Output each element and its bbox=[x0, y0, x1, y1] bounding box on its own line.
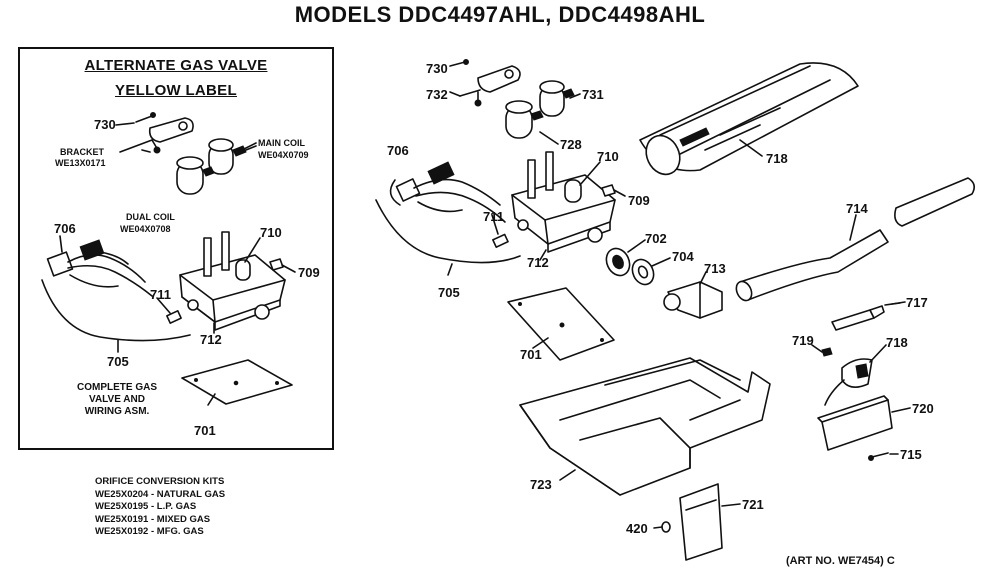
inset-label-706: 706 bbox=[54, 221, 76, 236]
inset-harness-outline bbox=[41, 279, 191, 342]
inset-bracket bbox=[119, 117, 194, 154]
inset-label-complete-2: VALVE AND bbox=[89, 394, 145, 405]
kit-item: WE25X0195 - L.P. GAS bbox=[95, 501, 197, 513]
label-701: 701 bbox=[520, 347, 542, 362]
inset-label-complete-3: WIRING ASM. bbox=[84, 406, 150, 417]
kit-item: WE25X0192 - MFG. GAS bbox=[95, 526, 204, 538]
label-710: 710 bbox=[597, 149, 619, 164]
label-705: 705 bbox=[438, 285, 460, 300]
gas-valve-body bbox=[511, 151, 616, 253]
inset-label-711: 711 bbox=[150, 287, 171, 302]
inset-label-complete-1: COMPLETE GAS bbox=[76, 382, 157, 393]
inset-label-709: 709 bbox=[298, 265, 320, 280]
inset-label-710: 710 bbox=[260, 225, 282, 240]
inset-dual-coil bbox=[176, 156, 215, 195]
screw-711 bbox=[492, 233, 509, 248]
label-712: 712 bbox=[527, 255, 549, 270]
inset-label-main-coil-part: WE04X0709 bbox=[258, 150, 309, 160]
label-711: 711 bbox=[483, 209, 504, 224]
page-title: MODELS DDC4497AHL, DDC4498AHL bbox=[294, 2, 706, 27]
kit-item: WE25X0191 - MIXED GAS bbox=[95, 513, 211, 525]
kits-heading: ORIFICE CONVERSION KITS bbox=[95, 476, 225, 487]
ignitor-719 bbox=[821, 347, 873, 406]
alternate-gas-valve-inset bbox=[18, 47, 334, 450]
nut-704 bbox=[631, 258, 655, 286]
kit-item: WE25X0204 - NATURAL GAS bbox=[95, 488, 226, 500]
inset-label-dual-coil: DUAL COIL bbox=[126, 212, 175, 222]
shield-721 bbox=[679, 483, 723, 561]
label-718a: 718 bbox=[766, 151, 788, 166]
art-number: (ART NO. WE7454) C bbox=[786, 555, 895, 567]
label-420: 420 bbox=[626, 521, 648, 536]
inset-label-712: 712 bbox=[200, 332, 222, 347]
orifice-702 bbox=[605, 247, 631, 277]
wiring-connector-706 bbox=[389, 161, 506, 223]
pin-717 bbox=[831, 302, 901, 331]
coil-731 bbox=[539, 80, 575, 117]
label-728: 728 bbox=[560, 137, 582, 152]
inset-wiring-connector bbox=[46, 239, 153, 297]
orifice-conversion-kits: ORIFICE CONVERSION KITS WE25X0204 - NATU… bbox=[95, 476, 225, 539]
bracket-plate-720 bbox=[817, 395, 893, 451]
label-713: 713 bbox=[704, 261, 726, 276]
coil-728 bbox=[505, 100, 544, 139]
inset-label-bracket-part: WE13X0171 bbox=[55, 158, 106, 168]
bracket-730-732 bbox=[449, 59, 521, 107]
screw-420 bbox=[661, 521, 671, 533]
label-731: 731 bbox=[582, 87, 604, 102]
inset-label-bracket: BRACKET bbox=[60, 147, 104, 157]
label-720: 720 bbox=[912, 401, 934, 416]
inset-screw-711 bbox=[166, 310, 182, 324]
inset-plug-709 bbox=[269, 258, 284, 271]
screw-715 bbox=[868, 452, 889, 461]
burner-housing-723 bbox=[519, 357, 771, 496]
label-717: 717 bbox=[906, 295, 928, 310]
inset-mounting-plate bbox=[181, 359, 293, 406]
inset-heading: ALTERNATE GAS VALVE bbox=[84, 57, 268, 74]
inset-label-main-coil: MAIN COIL bbox=[258, 138, 305, 148]
inset-subheading: YELLOW LABEL bbox=[115, 82, 237, 99]
burner-tube-714 bbox=[735, 177, 976, 302]
label-730: 730 bbox=[426, 61, 448, 76]
label-719: 719 bbox=[792, 333, 814, 348]
label-709: 709 bbox=[628, 193, 650, 208]
inset-screw-730 bbox=[135, 112, 156, 123]
label-721: 721 bbox=[742, 497, 764, 512]
burner-718 bbox=[639, 62, 859, 176]
plug-709 bbox=[601, 184, 616, 197]
inset-main-coil bbox=[208, 138, 257, 175]
inset-label-705: 705 bbox=[107, 354, 129, 369]
label-714: 714 bbox=[846, 201, 868, 216]
label-702: 702 bbox=[645, 231, 667, 246]
label-715: 715 bbox=[900, 447, 922, 462]
label-706: 706 bbox=[387, 143, 409, 158]
inset-label-730: 730 bbox=[94, 117, 116, 132]
label-704: 704 bbox=[672, 249, 694, 264]
inset-label-701: 701 bbox=[194, 423, 216, 438]
harness-outline-705 bbox=[375, 199, 521, 264]
label-718b: 718 bbox=[886, 335, 908, 350]
inset-gas-valve-body bbox=[179, 231, 286, 331]
inset-label-dual-coil-part: WE04X0708 bbox=[120, 224, 171, 234]
label-732: 732 bbox=[426, 87, 448, 102]
air-shutter-713 bbox=[663, 281, 723, 319]
label-723: 723 bbox=[530, 477, 552, 492]
